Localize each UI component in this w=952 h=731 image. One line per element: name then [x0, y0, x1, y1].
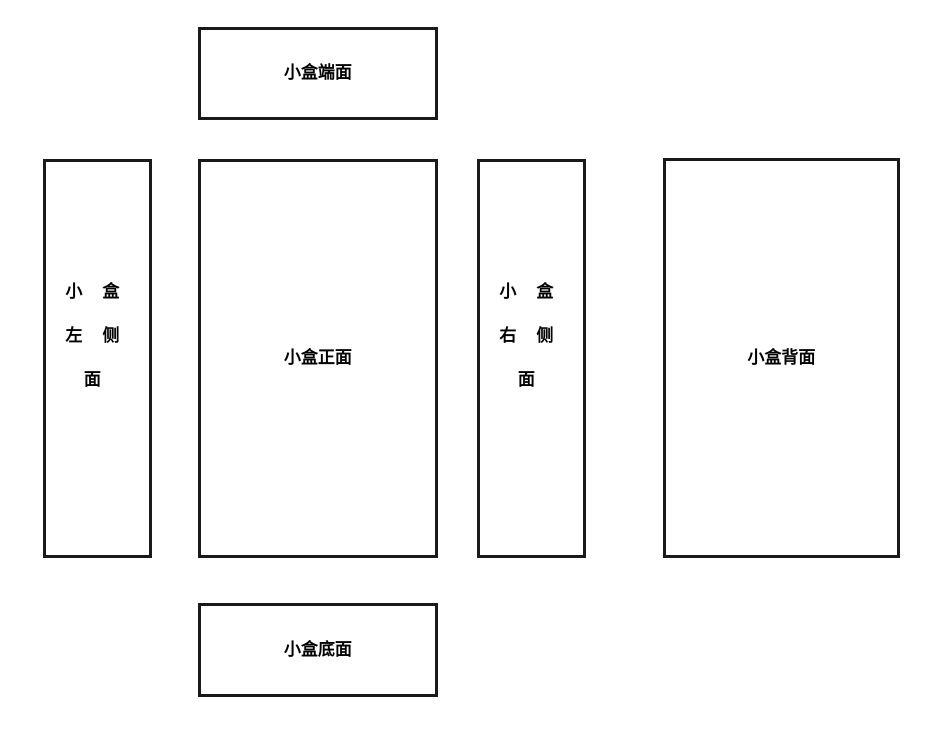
panel-small-box-left-side-face: 小盒左侧面: [43, 159, 152, 558]
panel-small-box-front-face: 小盒正面: [198, 159, 438, 558]
panel-label-right-side-face: 小盒右侧面: [499, 282, 574, 391]
panel-small-box-end-face: 小盒端面: [198, 27, 438, 120]
panel-label-front-face: 小盒正面: [284, 348, 352, 368]
panel-label-end-face: 小盒端面: [284, 63, 352, 83]
panel-label-left-side-face: 小盒左侧面: [65, 282, 140, 391]
panel-small-box-bottom-face: 小盒底面: [198, 603, 438, 697]
panel-small-box-right-side-face: 小盒右侧面: [477, 159, 586, 558]
panel-label-back-face: 小盒背面: [747, 347, 816, 368]
panel-label-bottom-face: 小盒底面: [284, 639, 352, 660]
panel-small-box-back-face: 小盒背面: [663, 158, 900, 558]
